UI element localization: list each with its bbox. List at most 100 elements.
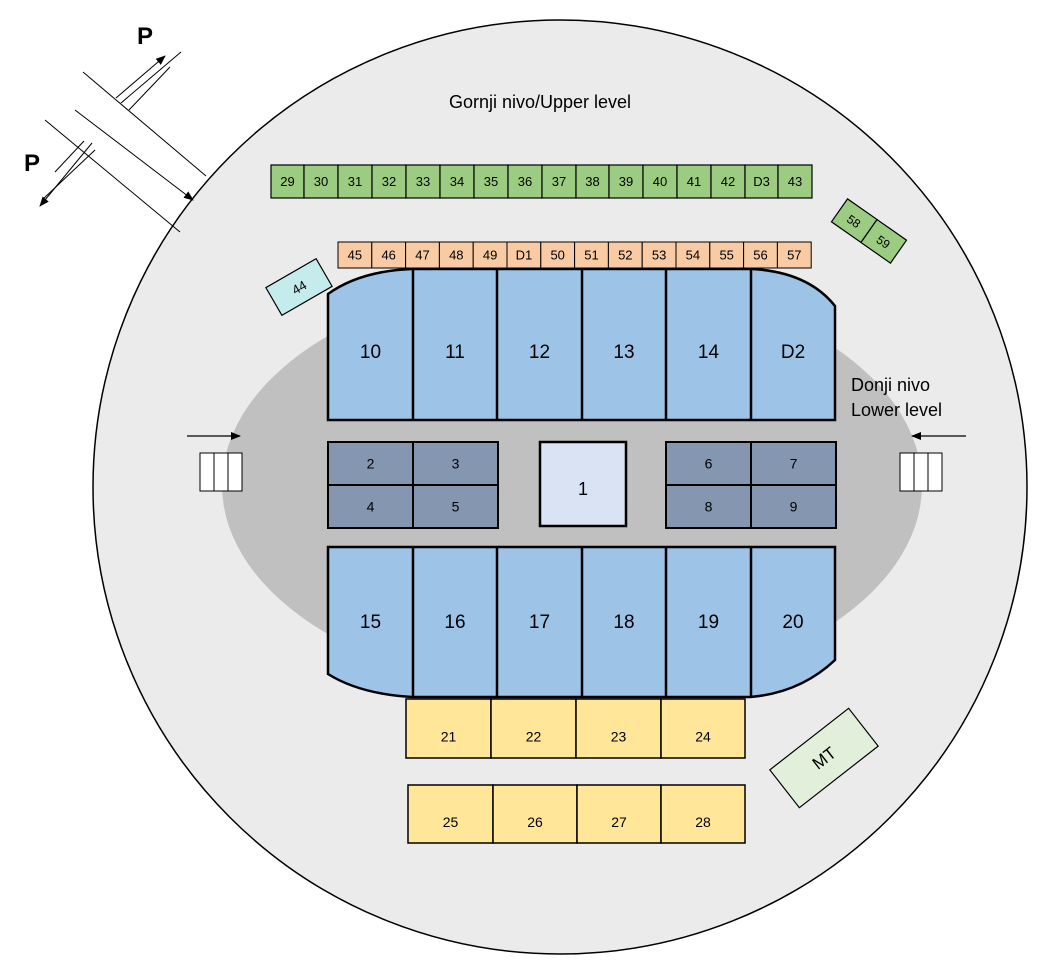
section-label: 21 xyxy=(441,728,457,744)
section-label: 52 xyxy=(618,248,632,263)
section-label: 30 xyxy=(314,174,328,189)
section-34[interactable]: 34 xyxy=(439,164,475,199)
section-41[interactable]: 41 xyxy=(676,164,712,199)
section-54[interactable]: 54 xyxy=(675,241,711,269)
section-44[interactable]: 44 xyxy=(265,257,333,317)
section-7[interactable]: 7 xyxy=(750,441,837,486)
section-51[interactable]: 51 xyxy=(574,241,609,269)
section-6[interactable]: 6 xyxy=(665,441,752,486)
section-3[interactable]: 3 xyxy=(412,441,499,486)
section-26[interactable]: 26 xyxy=(492,784,578,844)
section-label: 36 xyxy=(518,174,532,189)
section-25[interactable]: 25 xyxy=(407,784,494,844)
entrance-east xyxy=(899,432,966,492)
section-2[interactable]: 2 xyxy=(327,441,414,486)
section-17[interactable]: 17 xyxy=(495,547,550,697)
section-42[interactable]: 42 xyxy=(710,164,746,199)
section-10[interactable]: 10 xyxy=(360,342,381,363)
section-label: 20 xyxy=(782,612,803,633)
section-24[interactable]: 24 xyxy=(660,698,746,759)
section-label: 34 xyxy=(450,174,464,189)
section-23[interactable]: 23 xyxy=(575,698,662,759)
section-4[interactable]: 4 xyxy=(327,484,414,529)
section-18[interactable]: 18 xyxy=(580,547,635,697)
section-label: 33 xyxy=(416,174,430,189)
section-40[interactable]: 40 xyxy=(642,164,678,199)
section-21[interactable]: 21 xyxy=(405,698,492,759)
section-label: 57 xyxy=(787,248,801,263)
section-13[interactable]: 13 xyxy=(580,269,635,420)
section-14[interactable]: 14 xyxy=(664,269,720,420)
lower-level-label-1: Donji nivo xyxy=(851,375,930,395)
section-31[interactable]: 31 xyxy=(337,164,373,199)
section-37[interactable]: 37 xyxy=(541,164,577,199)
section-22[interactable]: 22 xyxy=(490,698,577,759)
section-label: 28 xyxy=(695,814,711,830)
section-label: 14 xyxy=(698,342,720,363)
right-floor-block: 6 7 8 9 xyxy=(665,441,837,529)
section-49[interactable]: 49 xyxy=(472,241,508,269)
section-35[interactable]: 35 xyxy=(473,164,509,199)
section-12[interactable]: 12 xyxy=(495,269,550,420)
section-46[interactable]: 46 xyxy=(371,241,407,269)
section-36[interactable]: 36 xyxy=(507,164,543,199)
section-9[interactable]: 9 xyxy=(750,484,837,529)
section-label: 51 xyxy=(584,248,598,263)
lower-level-label-2: Lower level xyxy=(851,400,942,420)
section-44-label: 44 xyxy=(289,277,309,297)
section-8[interactable]: 8 xyxy=(665,484,752,529)
section-label: 46 xyxy=(381,248,395,263)
section-label: 10 xyxy=(360,342,381,363)
section-56[interactable]: 56 xyxy=(743,241,778,269)
section-label: 9 xyxy=(790,498,798,514)
section-48[interactable]: 48 xyxy=(438,241,474,269)
section-33[interactable]: 33 xyxy=(405,164,441,199)
section-19[interactable]: 19 xyxy=(664,547,719,697)
section-d3[interactable]: D3 xyxy=(744,164,779,199)
section-52[interactable]: 52 xyxy=(607,241,643,269)
section-d2[interactable]: D2 xyxy=(749,269,805,420)
section-30[interactable]: 30 xyxy=(303,164,339,199)
section-label: 35 xyxy=(484,174,498,189)
section-d1[interactable]: D1 xyxy=(506,241,542,269)
section-11[interactable]: 11 xyxy=(411,269,465,420)
section-45[interactable]: 45 xyxy=(337,241,373,269)
section-label: 43 xyxy=(788,174,802,189)
section-16[interactable]: 16 xyxy=(411,547,466,697)
section-58[interactable]: 58 xyxy=(830,198,878,244)
entrance-west xyxy=(187,432,243,492)
section-53[interactable]: 53 xyxy=(641,241,677,269)
section-label: 7 xyxy=(790,455,798,471)
section-label: D3 xyxy=(753,174,770,189)
section-label: 24 xyxy=(695,728,711,744)
section-5[interactable]: 5 xyxy=(412,484,499,529)
section-label: 50 xyxy=(550,248,564,263)
section-47[interactable]: 47 xyxy=(405,241,440,269)
section-38[interactable]: 38 xyxy=(575,164,610,199)
section-label: 56 xyxy=(753,248,767,263)
section-55[interactable]: 55 xyxy=(709,241,745,269)
section-43[interactable]: 43 xyxy=(777,164,813,199)
section-20[interactable]: 20 xyxy=(749,547,804,697)
section-label: 40 xyxy=(653,174,667,189)
section-28[interactable]: 28 xyxy=(660,784,746,844)
section-label: 45 xyxy=(348,248,362,263)
section-mt[interactable]: MT xyxy=(768,707,880,809)
section-1[interactable]: 1 xyxy=(538,440,628,528)
section-57[interactable]: 57 xyxy=(776,241,812,269)
section-label: 18 xyxy=(613,612,634,633)
section-label: 32 xyxy=(382,174,396,189)
section-50[interactable]: 50 xyxy=(540,241,576,269)
section-29[interactable]: 29 xyxy=(270,164,305,199)
section-27[interactable]: 27 xyxy=(576,784,662,844)
section-label: 13 xyxy=(613,342,634,363)
section-59[interactable]: 59 xyxy=(860,218,908,264)
section-32[interactable]: 32 xyxy=(371,164,407,199)
section-15[interactable]: 15 xyxy=(360,612,381,633)
section-label: 5 xyxy=(452,498,460,514)
section-39[interactable]: 39 xyxy=(608,164,644,199)
